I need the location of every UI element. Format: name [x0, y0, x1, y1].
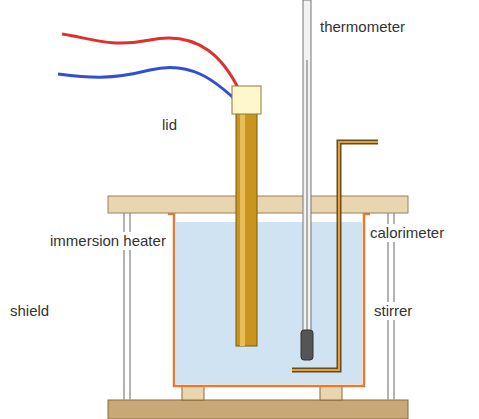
- part-label: lid: [160, 116, 179, 134]
- base-board: [108, 400, 408, 419]
- part-label: shield: [8, 302, 51, 320]
- part-label: stirrer: [372, 302, 414, 320]
- part-label: calorimeter: [368, 224, 446, 242]
- heater-rod: [236, 112, 257, 346]
- heater-highlight: [240, 112, 245, 346]
- water: [176, 222, 362, 384]
- thermometer-bulb: [301, 330, 313, 360]
- part-label: immersion heater: [48, 232, 168, 250]
- foot: [320, 386, 342, 400]
- stirrer-rod: [292, 142, 378, 370]
- thermometer-tube: [303, 0, 311, 338]
- thermometer-thread: [306, 60, 308, 338]
- lid-board: [108, 196, 408, 213]
- stirrer-highlight: [292, 142, 378, 370]
- blue-wire: [58, 67, 240, 104]
- part-label: thermometer: [318, 18, 407, 36]
- foot: [182, 386, 204, 400]
- heater-cap: [232, 86, 261, 114]
